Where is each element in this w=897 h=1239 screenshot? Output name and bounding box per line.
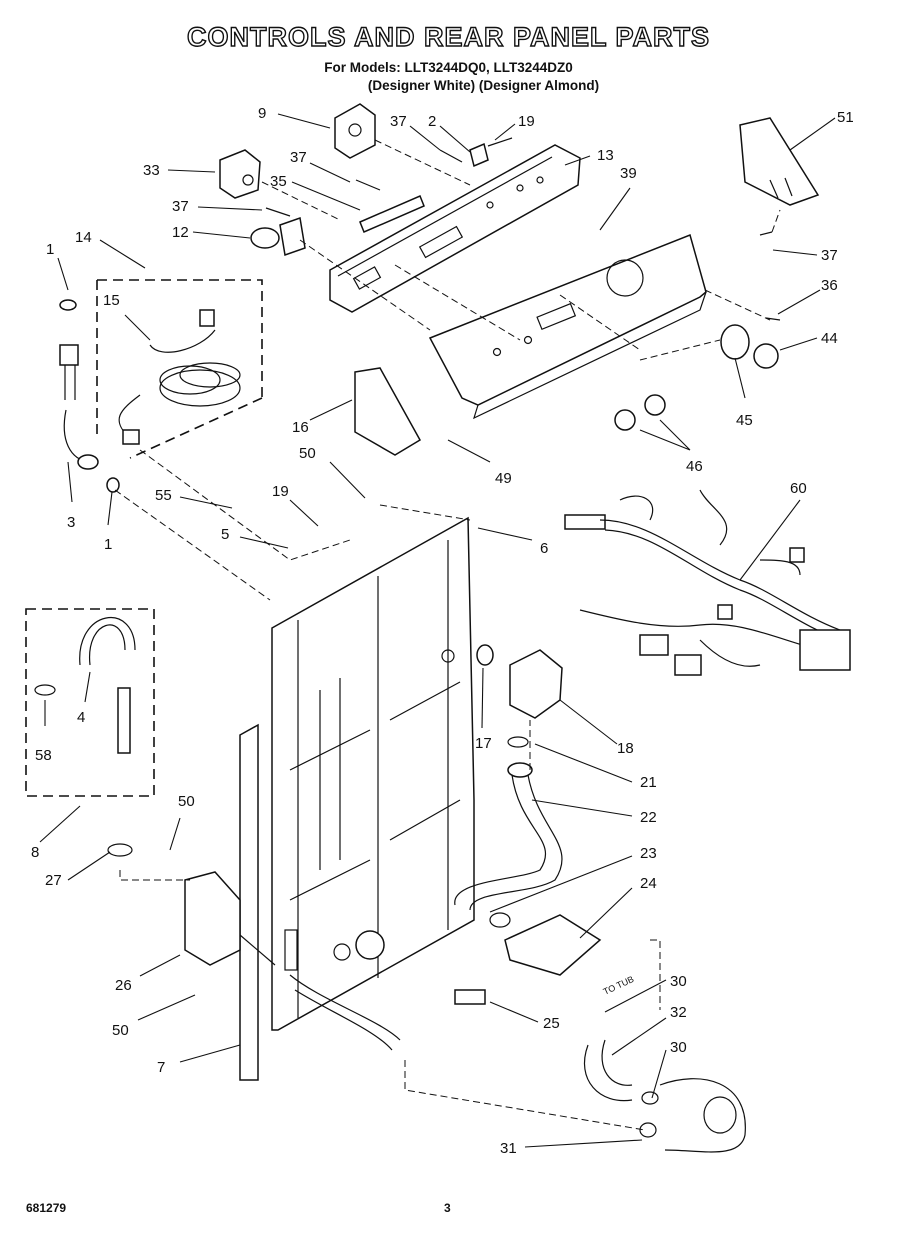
callout-26: 26 bbox=[115, 977, 132, 994]
hose-kit-group-box bbox=[25, 608, 155, 797]
callout-1a: 1 bbox=[46, 241, 54, 258]
screws-top bbox=[265, 137, 781, 321]
callout-23: 23 bbox=[640, 845, 657, 862]
callout-50a: 50 bbox=[299, 445, 316, 462]
assembly-paths bbox=[114, 139, 781, 1131]
callout-50c: 50 bbox=[112, 1022, 129, 1039]
cord-group-box bbox=[96, 279, 263, 459]
callout-19a: 19 bbox=[518, 113, 535, 130]
callout-30a: 30 bbox=[670, 973, 687, 990]
callout-58: 58 bbox=[35, 747, 52, 764]
drain-hose bbox=[289, 974, 486, 1051]
callout-16: 16 bbox=[292, 419, 309, 436]
water-valve bbox=[476, 644, 563, 719]
callout-35: 35 bbox=[270, 173, 287, 190]
callout-18: 18 bbox=[617, 740, 634, 757]
callout-49: 49 bbox=[495, 470, 512, 487]
rear-panel bbox=[271, 516, 475, 1031]
hose-kit-contents bbox=[34, 617, 136, 857]
pump-hose-right bbox=[583, 1039, 746, 1153]
callout-24: 24 bbox=[640, 875, 657, 892]
callout-37a: 37 bbox=[390, 113, 407, 130]
callout-60: 60 bbox=[790, 480, 807, 497]
callout-19b: 19 bbox=[272, 483, 289, 500]
callout-31: 31 bbox=[500, 1140, 517, 1157]
callout-2: 2 bbox=[428, 113, 436, 130]
water-level-switch bbox=[219, 149, 261, 199]
callout-32: 32 bbox=[670, 1004, 687, 1021]
callout-39: 39 bbox=[620, 165, 637, 182]
callout-55: 55 bbox=[155, 487, 172, 504]
callout-3: 3 bbox=[67, 514, 75, 531]
callout-7: 7 bbox=[157, 1059, 165, 1076]
callout-37c: 37 bbox=[172, 198, 189, 215]
callout-33: 33 bbox=[143, 162, 160, 179]
lens-trim bbox=[359, 195, 425, 233]
end-cap bbox=[354, 367, 422, 456]
knobs bbox=[614, 324, 779, 431]
wire-harness bbox=[564, 489, 851, 676]
bracket-2 bbox=[469, 142, 489, 168]
callout-12: 12 bbox=[172, 224, 189, 241]
callout-9: 9 bbox=[258, 105, 266, 122]
callout-8: 8 bbox=[31, 844, 39, 861]
callout-37d: 37 bbox=[821, 247, 838, 264]
models-line: For Models: LLT3244DQ0, LLT3244DZ0 bbox=[324, 60, 573, 75]
callout-14: 14 bbox=[75, 229, 92, 246]
page-title: CONTROLS AND REAR PANEL PARTS bbox=[186, 21, 710, 52]
bracket-51 bbox=[739, 117, 820, 206]
callout-36: 36 bbox=[821, 277, 838, 294]
callout-1b: 1 bbox=[104, 536, 112, 553]
callout-15: 15 bbox=[103, 292, 120, 309]
callout-21: 21 bbox=[640, 774, 657, 791]
leader-lines bbox=[39, 113, 836, 1148]
finish-line: (Designer White) (Designer Almond) bbox=[367, 78, 600, 93]
console-panel bbox=[428, 233, 707, 420]
callout-46: 46 bbox=[686, 458, 703, 475]
document-number: 681279 bbox=[26, 1201, 67, 1215]
control-panel-back-plate bbox=[329, 144, 581, 313]
callout-17: 17 bbox=[475, 735, 492, 752]
callout-4: 4 bbox=[77, 709, 85, 726]
callout-labels: 9 37 2 19 13 39 51 33 37 35 37 12 37 1 1… bbox=[31, 105, 854, 1157]
callout-44: 44 bbox=[821, 330, 838, 347]
inlet-hose-left bbox=[59, 299, 120, 493]
callout-50b: 50 bbox=[178, 793, 195, 810]
cabinet-left-edge bbox=[239, 723, 259, 1081]
fill-hose bbox=[454, 736, 563, 911]
callout-30b: 30 bbox=[670, 1039, 687, 1056]
callout-6: 6 bbox=[540, 540, 548, 557]
callout-5: 5 bbox=[221, 526, 229, 543]
power-cord bbox=[118, 309, 241, 445]
callout-51: 51 bbox=[837, 109, 854, 126]
hose-bracket bbox=[489, 912, 602, 976]
callout-22: 22 bbox=[640, 809, 657, 826]
timer-switch bbox=[334, 103, 376, 159]
to-tub-label: TO TUB bbox=[602, 974, 636, 997]
drain-pump-side bbox=[184, 871, 276, 966]
callout-25: 25 bbox=[543, 1015, 560, 1032]
callout-37b: 37 bbox=[290, 149, 307, 166]
page-number: 3 bbox=[444, 1201, 451, 1215]
callout-13: 13 bbox=[597, 147, 614, 164]
callout-45: 45 bbox=[736, 412, 753, 429]
pressure-switch bbox=[250, 216, 306, 257]
callout-27: 27 bbox=[45, 872, 62, 889]
